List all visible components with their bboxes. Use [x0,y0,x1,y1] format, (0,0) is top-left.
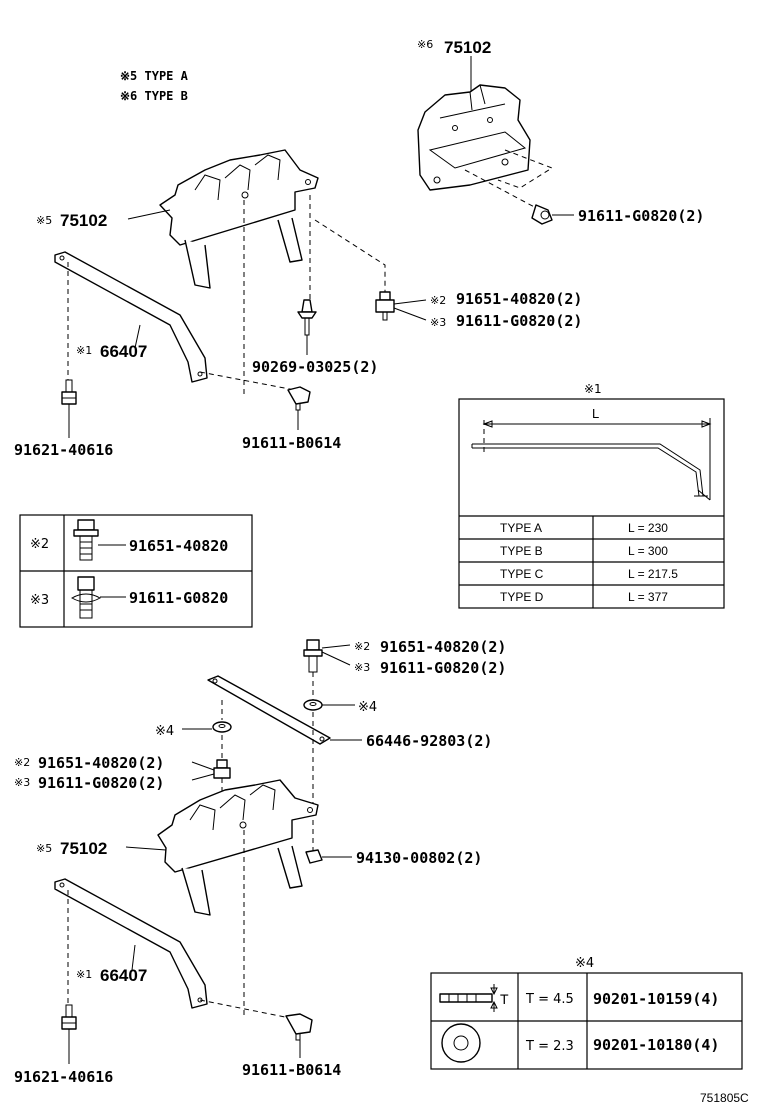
bolt-91621-top-icon [61,379,77,405]
washer-table: ※4 T T = 4.5 90201-10159(4) T = 2.3 9020… [430,956,743,1070]
label-90269: 90269-03025(2) [252,358,378,376]
bolt-table: ※2 ※3 91651-40820 91611-G0820 [19,514,253,628]
type-table: ※1 L TYPE A L = 230 TYPE B L = 300 TYPE … [458,382,725,609]
type-table-row-b-type: TYPE B [500,544,543,558]
ref-mark-4-right: ※4 [358,700,377,715]
type-table-row-c-length: L = 217.5 [628,567,678,581]
ref-mark-3-top: ※3 [430,316,446,329]
bracket-75102-type-b [417,84,531,191]
strap-66407-top [54,251,208,383]
bolt-91651-left-icon [213,759,231,779]
clip-90269-icon [297,299,317,336]
strap-66407-lower [54,878,208,1009]
type-table-row-a-length: L = 230 [628,521,668,535]
washer-row2-thickness: T = 2.3 [525,1039,574,1054]
type-table-row-b-length: L = 300 [628,544,668,558]
label-91621-lower: 91621-40616 [14,1068,113,1086]
plate-66446 [207,675,331,745]
label-66407-top: 66407 [100,342,147,361]
washer-right-icon [303,699,323,711]
label-91611-b0614-top: 91611-B0614 [242,434,341,452]
ref-mark-4-left: ※4 [155,724,174,739]
label-66407-lower: 66407 [100,966,147,985]
ref-mark-2-lower: ※2 [354,640,370,653]
label-91621-top: 91621-40616 [14,441,113,459]
nut-94130-icon [305,849,323,864]
label-94130: 94130-00802(2) [356,849,482,867]
type-table-row-a-type: TYPE A [500,521,542,535]
label-91611-g0820-lower: 91611-G0820(2) [380,659,506,677]
washer-table-title: ※4 [575,956,594,971]
bolt-91651-lower-icon [303,639,323,673]
bolt-table-part-91651: 91651-40820 [129,537,228,555]
washer-top-icon [441,1023,481,1063]
washer-row1-thickness: T = 4.5 [525,992,574,1007]
bolt-table-ref-2: ※2 [30,537,49,552]
label-66446: 66446-92803(2) [366,732,492,750]
bolt-91611-b0614-top-icon [287,386,311,411]
bolt-table-ref-3: ※3 [30,593,49,608]
label-91611-g0820-left: 91611-G0820(2) [38,774,164,792]
diagram-code: 751805C [700,1091,749,1105]
washer-t-label: T [500,991,509,1007]
label-75102-type-a-lower: 75102 [60,839,107,858]
type-table-dim-label: L [592,406,599,421]
bolt-91621-lower-icon [61,1004,77,1030]
ref-mark-6: ※6 [417,38,433,51]
bolt-91611-b0614-lower-icon [285,1013,313,1041]
ref-mark-1-lower: ※1 [76,968,92,981]
ref-mark-2-left: ※2 [14,756,30,769]
ref-mark-3-left: ※3 [14,776,30,789]
ref-mark-3-lower: ※3 [354,661,370,674]
label-75102-type-b: 75102 [444,38,491,57]
washer-row1-part: 90201-10159(4) [593,990,719,1008]
label-91611-g0820-top: 91611-G0820(2) [578,207,704,225]
type-table-row-d-length: L = 377 [628,590,668,604]
label-91611-b0614-lower: 91611-B0614 [242,1061,341,1079]
type-table-title: ※1 [584,382,602,396]
legend-type-b: ※6 TYPE B [120,89,188,103]
bracket-75102-type-a-lower [157,779,319,916]
bracket-75102-type-a-top [159,149,319,289]
legend-type-a: ※5 TYPE A [120,69,189,83]
ref-mark-1-top: ※1 [76,344,92,357]
bolt-91651-table-icon [73,519,99,561]
bolt-91611-table-icon [70,576,102,619]
ref-mark-5-top: ※5 [36,214,52,227]
ref-mark-2-top: ※2 [430,294,446,307]
washer-left-icon [212,721,232,733]
label-91651-lower: 91651-40820(2) [380,638,506,656]
type-table-row-d-type: TYPE D [500,590,544,604]
label-75102-type-a-top: 75102 [60,211,107,230]
bolt-91611-g0820-top-icon [531,204,553,225]
label-91651-left: 91651-40820(2) [38,754,164,772]
washer-side-icon [439,984,498,1012]
bolt-table-part-91611: 91611-G0820 [129,589,228,607]
type-table-row-c-type: TYPE C [500,567,544,581]
ref-mark-5-lower: ※5 [36,842,52,855]
bolt-91651-top-icon [375,291,395,321]
label-91651-top: 91651-40820(2) [456,290,582,308]
washer-row2-part: 90201-10180(4) [593,1036,719,1054]
label-91611-g0820-top2: 91611-G0820(2) [456,312,582,330]
